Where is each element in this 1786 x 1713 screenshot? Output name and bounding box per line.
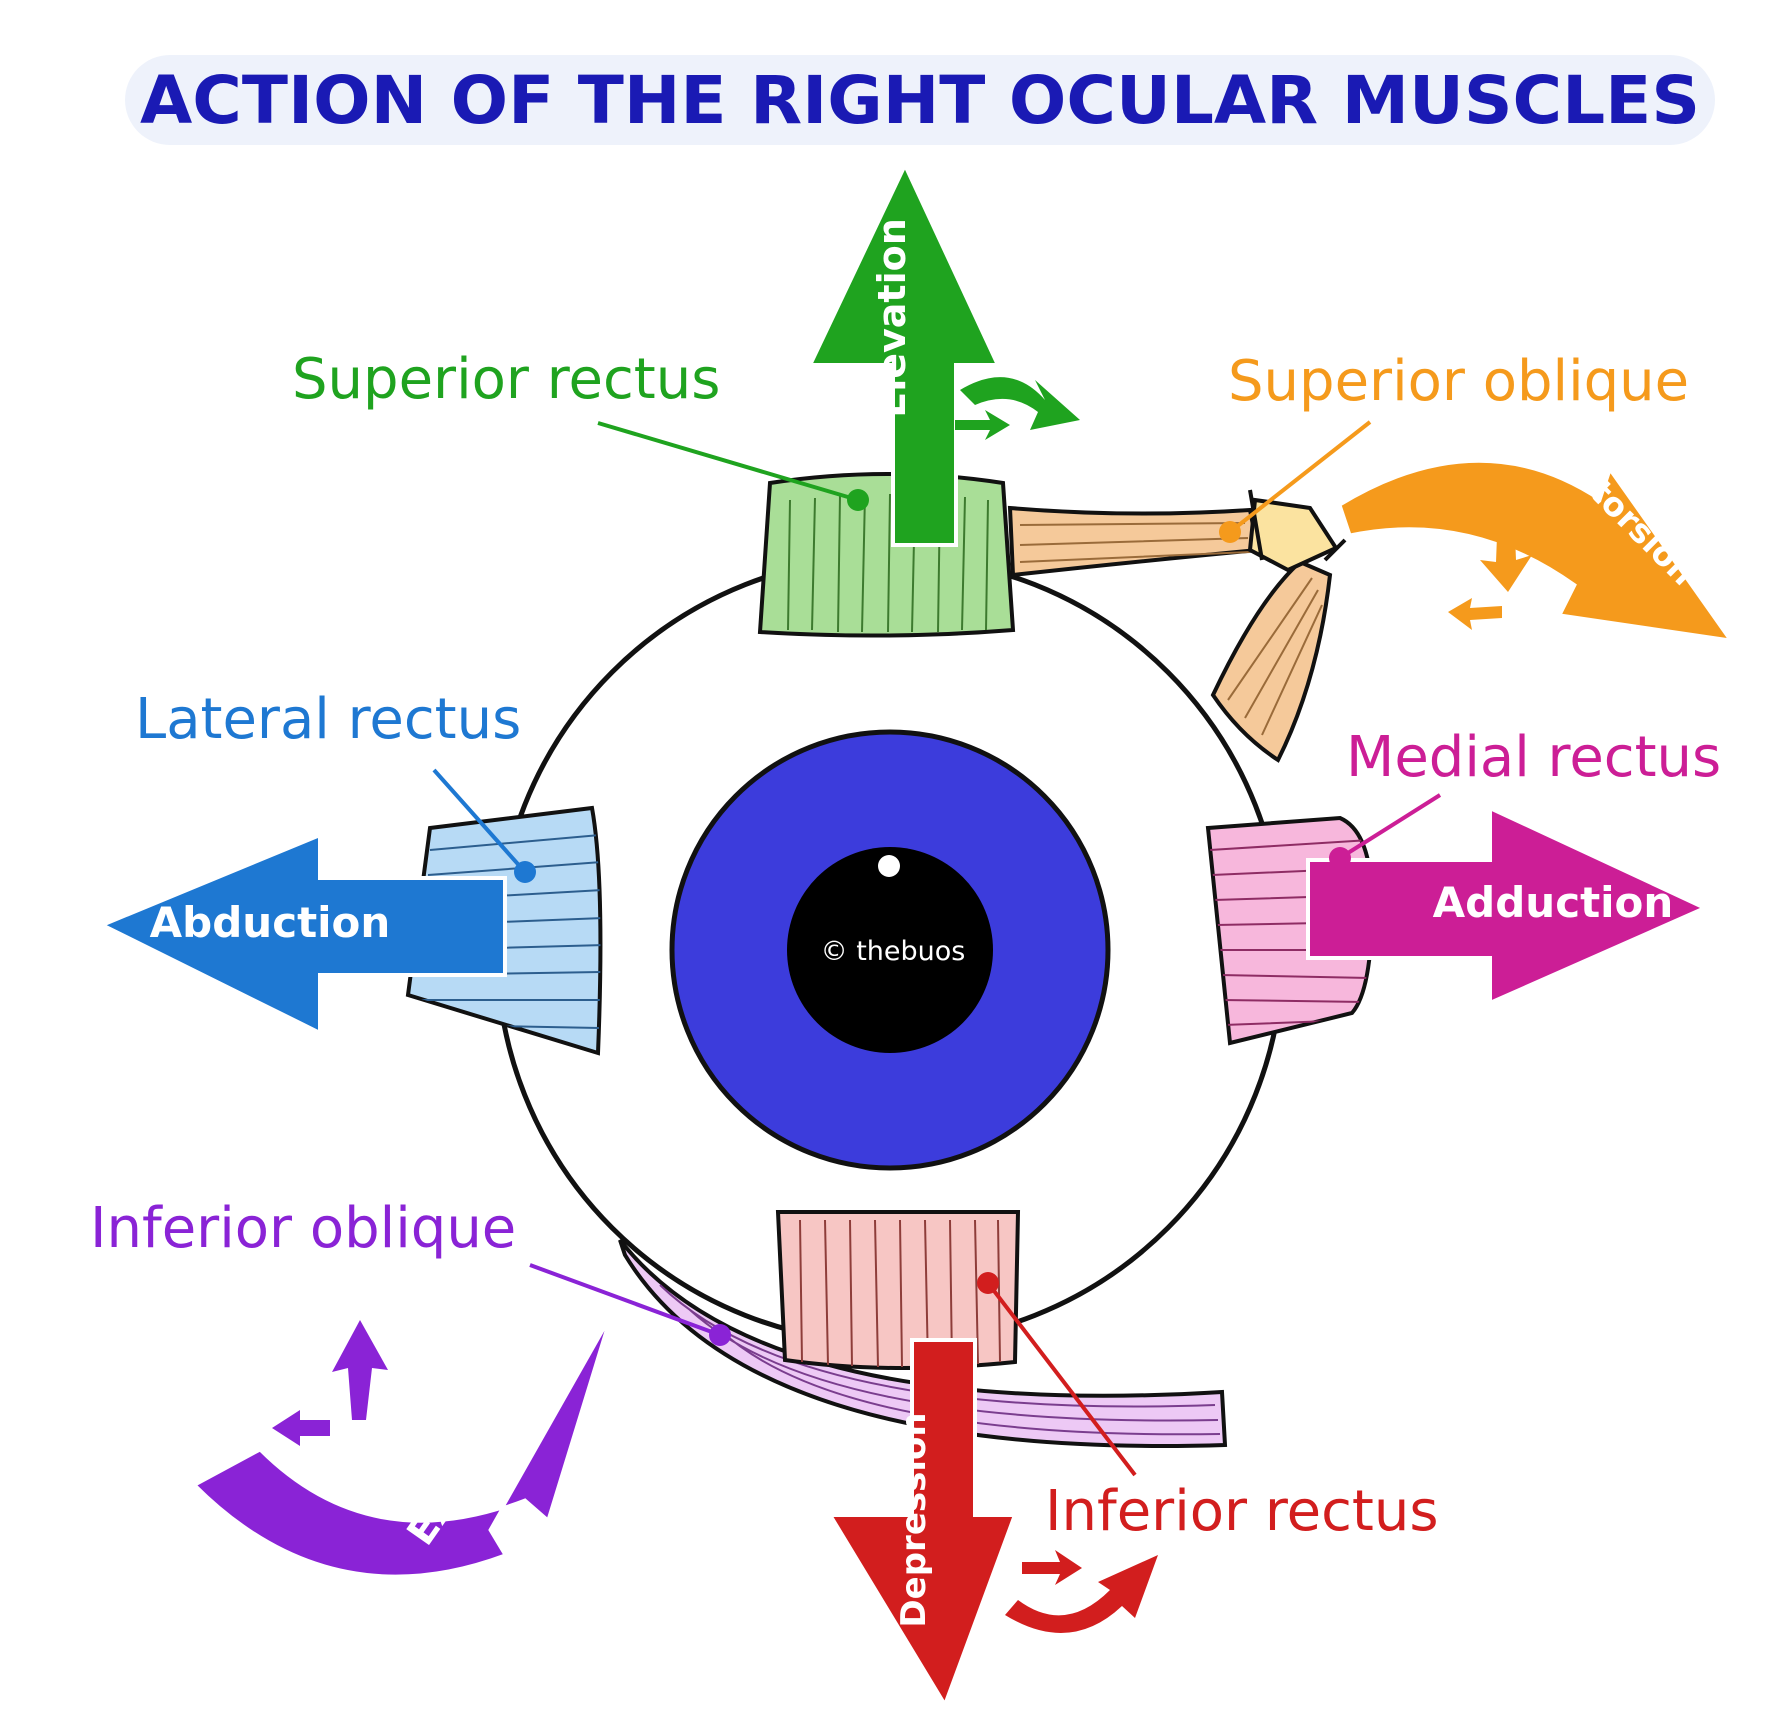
page-title: ACTION OF THE RIGHT OCULAR MUSCLES: [140, 62, 1700, 139]
intorsion-arrow: [1338, 459, 1734, 642]
depression-arrow: [826, 1338, 1018, 1710]
leader-lines: [432, 420, 1442, 1477]
intorsion-arrow-group: Intorsion: [1338, 447, 1734, 642]
depression-arrow-group: Depression: [826, 1338, 1158, 1710]
depression-label: Depression: [894, 1412, 934, 1627]
superior-oblique-belly: [1210, 559, 1333, 763]
medial-rectus-leader: [1338, 793, 1442, 860]
abduction-arrow: [97, 832, 507, 1037]
extorsion-small-arrow-up: [332, 1320, 388, 1420]
superior-oblique-leader: [1228, 420, 1372, 534]
title-group: ACTION OF THE RIGHT OCULAR MUSCLES: [125, 55, 1715, 145]
inferior-rectus-leader: [986, 1281, 1137, 1477]
superior-rectus-belly: [757, 472, 1016, 638]
corneal-reflex: [878, 855, 900, 877]
superior-rectus-muscle: [757, 472, 1016, 638]
extorsion-arrow: [192, 1317, 612, 1578]
adduction-arrow: [1306, 804, 1710, 1007]
inferior-rectus-muscle: [775, 1210, 1021, 1371]
inferior-rectus-belly: [775, 1210, 1021, 1371]
pupil: [787, 847, 993, 1053]
elevation-arrow-group: Elevation: [806, 160, 1080, 547]
abduction-label: Abduction: [150, 898, 391, 947]
superior-rectus-leader: [597, 421, 859, 502]
inferior-rectus-label: Inferior rectus: [1045, 1479, 1439, 1544]
extorsion-small-arrow-left: [272, 1410, 330, 1446]
elevation-arrow: [806, 160, 1002, 547]
adduction-label: Adduction: [1433, 878, 1674, 927]
lateral-rectus-leader: [432, 768, 527, 874]
depression-rotation-arrow: [1005, 1555, 1158, 1633]
depression-small-arrow: [1022, 1550, 1082, 1585]
superior-oblique-label: Superior oblique: [1228, 349, 1689, 414]
elevation-rotation-arrow: [960, 377, 1080, 430]
elevation-label: Elevation: [870, 218, 914, 418]
superior-oblique-muscle: [1007, 489, 1347, 763]
adduction-arrow-group: Adduction: [1306, 804, 1710, 1007]
watermark: © thebuos: [821, 936, 966, 967]
inferior-oblique-leader: [529, 1263, 721, 1337]
intorsion-small-arrow-down: [1480, 510, 1532, 592]
lateral-rectus-label: Lateral rectus: [135, 687, 521, 752]
trochlea: [1247, 497, 1339, 573]
abduction-arrow-group: Abduction: [97, 832, 507, 1037]
elevation-small-arrow: [955, 410, 1010, 440]
superior-rectus-label: Superior rectus: [292, 347, 720, 412]
intorsion-small-arrow-left: [1448, 598, 1502, 630]
medial-rectus-label: Medial rectus: [1346, 725, 1721, 790]
eyeball: © thebuos: [494, 554, 1286, 1346]
extorsion-arrow-group: Extorsion: [192, 1317, 612, 1578]
title-background: [125, 55, 1715, 145]
inferior-oblique-label: Inferior oblique: [90, 1196, 516, 1261]
muscle-labels: Superior rectus Superior oblique Lateral…: [90, 347, 1721, 1544]
